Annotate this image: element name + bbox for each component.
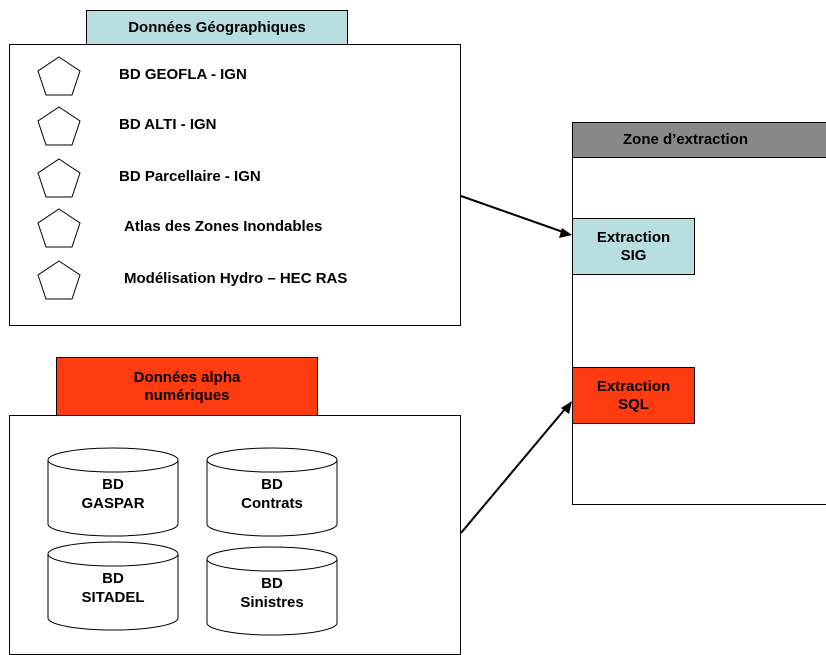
alpha-data-title-line1: Données alpha (133, 368, 241, 386)
pentagon-icon (37, 158, 81, 198)
extraction-sig-line2: SIG (620, 246, 647, 264)
pentagon-icon (37, 106, 81, 146)
pentagon-icon (37, 56, 81, 96)
database-contrats: BD Contrats (206, 447, 338, 537)
geo-data-title: Données Géographiques (86, 10, 348, 45)
database-sinistres: BD Sinistres (206, 546, 338, 636)
geo-item-label: BD ALTI - IGN (119, 116, 217, 133)
alpha-data-title-line2: numériques (144, 386, 230, 404)
geo-item-label: Modélisation Hydro – HEC RAS (124, 270, 348, 287)
geo-item-parcellaire: BD Parcellaire - IGN (37, 158, 437, 198)
database-label-line1: BD (261, 575, 283, 592)
database-label-line1: BD (261, 476, 283, 493)
alpha-data-title: Données alpha numériques (56, 357, 318, 416)
extraction-sql-line1: Extraction (596, 377, 671, 395)
database-label-line1: BD (102, 570, 124, 587)
geo-data-list: BD GEOFLA - IGN BD ALTI - IGN BD Parcell… (9, 44, 461, 326)
geo-data-title-text: Données Géographiques (128, 18, 306, 36)
pentagon-icon (37, 208, 81, 248)
extraction-sql-box: Extraction SQL (572, 367, 695, 424)
extraction-zone-title-text: Zone d’extraction (623, 131, 749, 148)
database-sitadel: BD SITADEL (47, 541, 179, 631)
database-label-line1: BD (102, 476, 124, 493)
geo-item-label: BD Parcellaire - IGN (119, 168, 261, 185)
database-cylinder-icon (47, 541, 179, 631)
geo-item-label: Atlas des Zones Inondables (124, 218, 323, 235)
database-label-line2: Sinistres (240, 594, 304, 611)
extraction-zone-title: Zone d’extraction (572, 122, 826, 158)
database-label-line2: Contrats (241, 495, 303, 512)
extraction-sql-line2: SQL (618, 395, 649, 413)
database-cylinder-icon (206, 546, 338, 636)
pentagon-icon (37, 260, 81, 300)
geo-item-atlas: Atlas des Zones Inondables (37, 208, 457, 248)
database-gaspar: BD GASPAR (47, 447, 179, 537)
database-label-line2: GASPAR (81, 495, 145, 512)
geo-item-hecras: Modélisation Hydro – HEC RAS (37, 260, 457, 300)
arrow-alpha-to-sql (460, 408, 566, 534)
geo-data-panel (9, 44, 461, 326)
geo-item-label: BD GEOFLA - IGN (119, 66, 247, 83)
extraction-zone-panel (572, 157, 826, 505)
extraction-sig-box: Extraction SIG (572, 218, 695, 275)
arrow-geo-to-sig (460, 195, 564, 233)
arrow-head-sql (561, 401, 572, 414)
database-label-line2: SITADEL (81, 589, 145, 606)
geo-item-geofla: BD GEOFLA - IGN (37, 56, 437, 96)
extraction-sig-line1: Extraction (596, 228, 671, 246)
database-cylinder-icon (206, 447, 338, 537)
database-cylinder-icon (47, 447, 179, 537)
geo-item-alti: BD ALTI - IGN (37, 106, 437, 146)
arrow-head-sig (559, 228, 572, 238)
